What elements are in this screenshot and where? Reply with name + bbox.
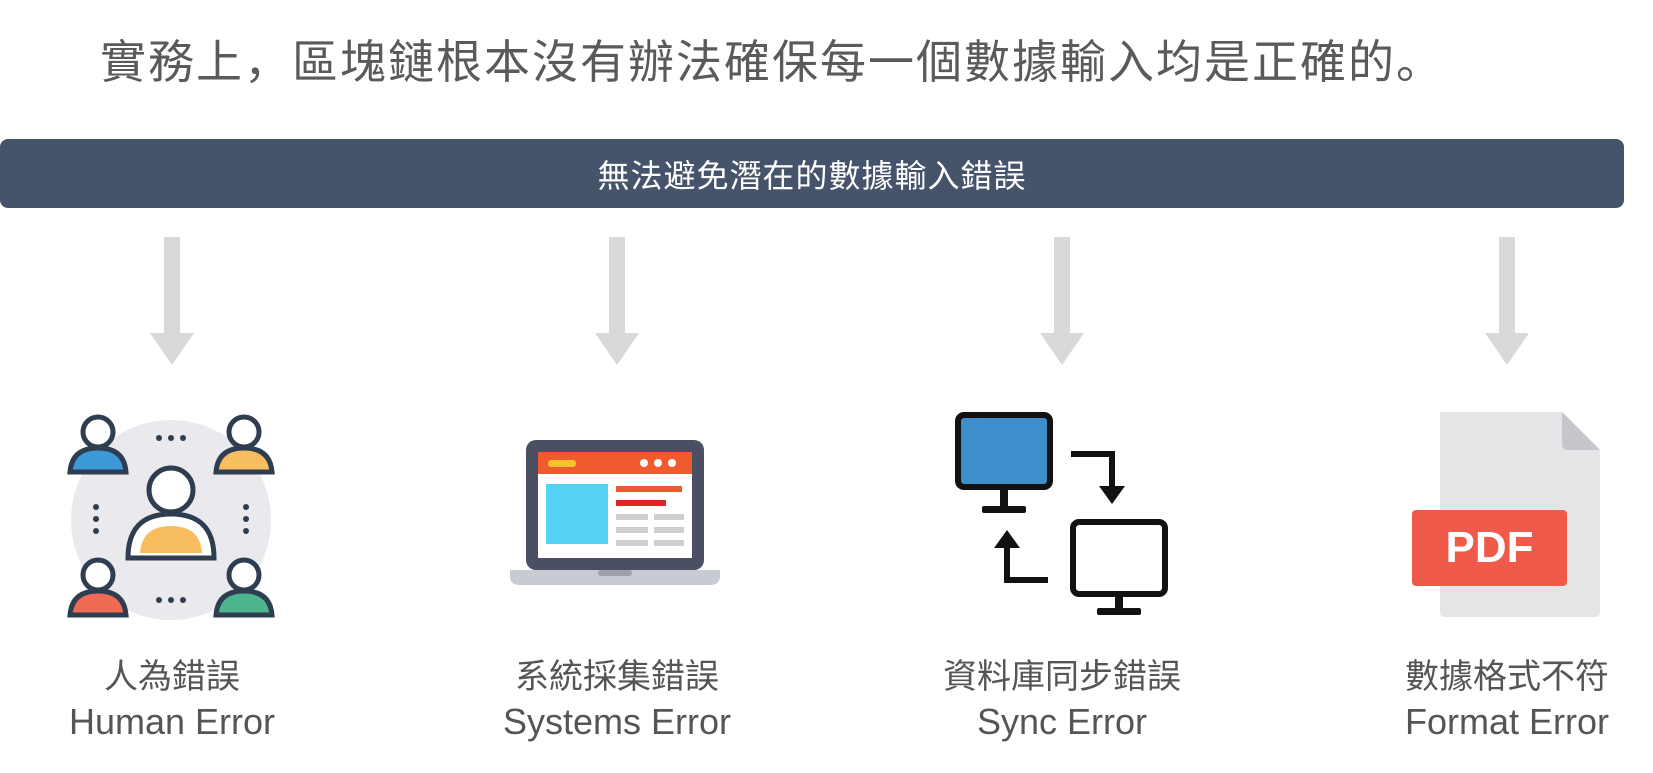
banner-text: 無法避免潛在的數據輸入錯誤 — [597, 156, 1027, 195]
headline: 實務上，區塊鏈根本沒有辦法確保每一個數據輸入均是正確的。 — [100, 35, 1444, 89]
label-sync-error: 資料庫同步錯誤 Sync Error — [882, 655, 1242, 745]
users-network-icon — [67, 414, 275, 620]
label-zh: 人為錯誤 — [104, 657, 240, 697]
down-arrow-icon — [150, 237, 194, 365]
down-arrow-icon — [595, 237, 639, 365]
banner: 無法避免潛在的數據輸入錯誤 — [0, 139, 1624, 208]
label-en: Systems Error — [502, 701, 732, 742]
label-zh: 資料庫同步錯誤 — [943, 657, 1181, 697]
label-en: Format Error — [1404, 701, 1609, 742]
label-en: Sync Error — [976, 701, 1148, 742]
label-systems-error: 系統採集錯誤 Systems Error — [437, 655, 797, 745]
label-human-error: 人為錯誤 Human Error — [0, 655, 352, 745]
label-format-error: 數據格式不符 Format Error — [1327, 655, 1653, 745]
label-en: Human Error — [68, 701, 276, 742]
down-arrow-icon — [1485, 237, 1529, 365]
laptop-icon — [510, 440, 720, 585]
pdf-badge-text: PDF — [1445, 523, 1534, 572]
pdf-file-icon — [1412, 412, 1600, 617]
down-arrow-icon — [1040, 237, 1084, 365]
label-zh: 數據格式不符 — [1405, 657, 1609, 697]
label-zh: 系統採集錯誤 — [515, 657, 719, 697]
sync-monitors-icon — [955, 412, 1168, 615]
